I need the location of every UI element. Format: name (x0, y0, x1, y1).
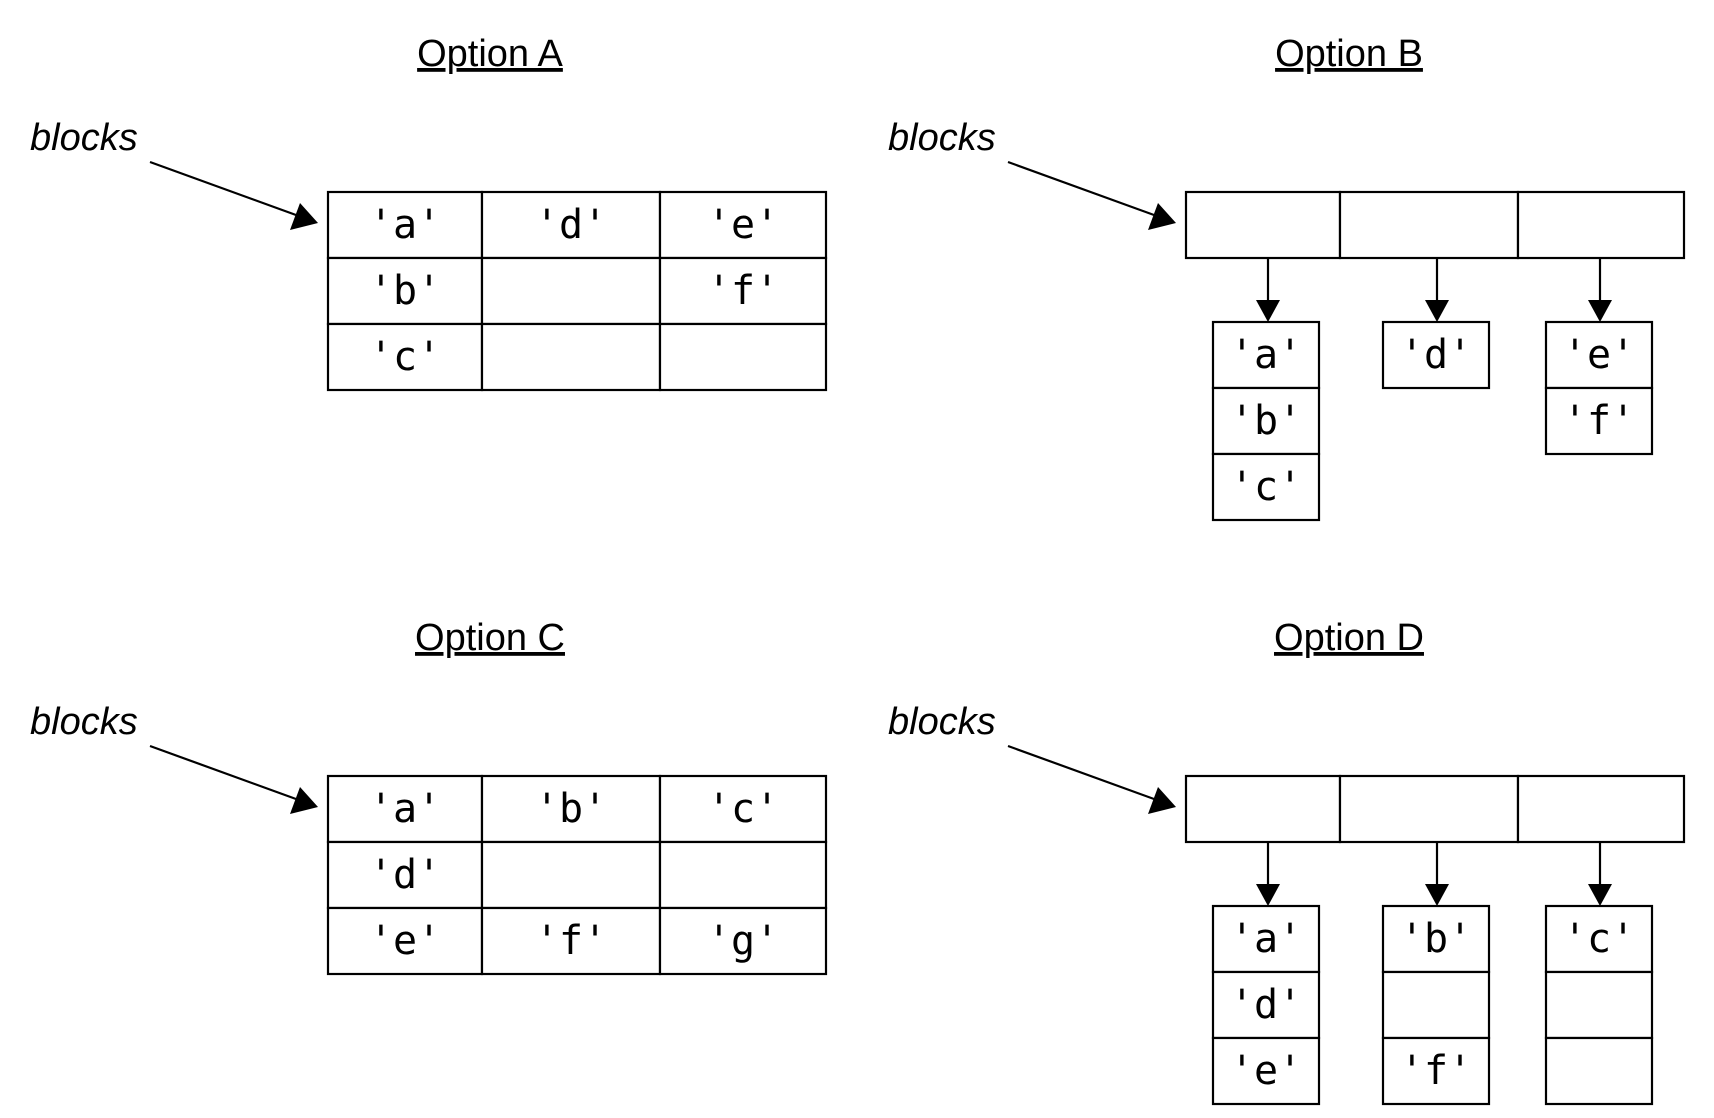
option-a-title: Option A (417, 33, 563, 75)
list-cell (1381, 320, 1491, 390)
grid-cell (326, 190, 484, 260)
grid-cell (480, 322, 662, 392)
option-d-title: Option D (1274, 617, 1424, 659)
list-cell (1544, 970, 1654, 1040)
option-c-title: Option C (415, 617, 565, 659)
grid-cell-text: 'f' (535, 918, 607, 964)
list-cell (1211, 320, 1321, 390)
list-pointer-arrowhead (1588, 884, 1612, 906)
list-cell-text: 'a' (1230, 916, 1302, 962)
option-b-array-of-lists: 'a' 'b' 'c' 'd' 'e' 'f' (1184, 190, 1686, 522)
grid-cell (658, 906, 828, 976)
list-cell-text: 'c' (1230, 464, 1302, 510)
option-d-array-of-lists: 'a' 'd' 'e' 'b' 'f' 'c' (1184, 774, 1686, 1106)
array-slot (1338, 774, 1520, 844)
grid-cell (658, 840, 828, 910)
option-c-pointer-label: blocks (30, 701, 138, 743)
grid-cell-text: 'b' (535, 786, 607, 832)
list-cell-text: 'c' (1563, 916, 1635, 962)
array-slot (1184, 190, 1342, 260)
list-cell-text: 'd' (1400, 332, 1472, 378)
grid-cell-text: 'g' (707, 918, 779, 964)
grid-cell-text: 'e' (707, 202, 779, 248)
list-cell-text: 'e' (1563, 332, 1635, 378)
list-cell-text: 'f' (1563, 398, 1635, 444)
grid-cell (480, 840, 662, 910)
list-cell (1211, 386, 1321, 456)
option-b-pointer-arrow (1007, 160, 1176, 230)
list-cell-text: 'b' (1230, 398, 1302, 444)
list-cell-text: 'f' (1400, 1048, 1472, 1094)
array-slot (1338, 190, 1520, 260)
list-cell-text: 'a' (1230, 332, 1302, 378)
list-cell (1211, 452, 1321, 522)
option-d-pointer-arrow (1007, 744, 1176, 814)
array-slot (1184, 774, 1342, 844)
option-c-pointer-arrow (149, 744, 318, 814)
list-pointer-arrowhead (1425, 300, 1449, 322)
option-c-grid: 'a' 'b' 'c' 'd' 'e' 'f' 'g' (326, 774, 828, 976)
list-cell (1211, 904, 1321, 974)
grid-cell (480, 906, 662, 976)
grid-cell-text: 'c' (707, 786, 779, 832)
grid-cell-text: 'a' (369, 786, 441, 832)
grid-cell (480, 190, 662, 260)
option-b-pointer-label: blocks (888, 117, 996, 159)
list-cell-text: 'b' (1400, 916, 1472, 962)
grid-cell-text: 'c' (369, 334, 441, 380)
list-cell (1381, 970, 1491, 1040)
list-cell (1544, 904, 1654, 974)
list-cell-text: 'e' (1230, 1048, 1302, 1094)
list-pointer-arrowhead (1588, 300, 1612, 322)
grid-cell (326, 840, 484, 910)
grid-cell (658, 322, 828, 392)
list-cell-text: 'd' (1230, 982, 1302, 1028)
array-slot (1516, 774, 1686, 844)
grid-cell (480, 774, 662, 844)
list-cell (1544, 320, 1654, 390)
list-pointer-arrowhead (1425, 884, 1449, 906)
list-cell (1544, 1036, 1654, 1106)
option-d-pointer-label: blocks (888, 701, 996, 743)
list-cell (1381, 1036, 1491, 1106)
list-cell (1211, 1036, 1321, 1106)
grid-cell-text: 'f' (707, 268, 779, 314)
grid-cell-text: 'a' (369, 202, 441, 248)
grid-cell (326, 322, 484, 392)
grid-cell-text: 'b' (369, 268, 441, 314)
list-pointer-arrowhead (1256, 884, 1280, 906)
grid-cell-text: 'd' (535, 202, 607, 248)
option-b-title: Option B (1275, 33, 1423, 75)
list-cell (1544, 386, 1654, 456)
option-a-pointer-arrow (149, 160, 318, 230)
list-pointer-arrowhead (1256, 300, 1280, 322)
grid-cell-text: 'e' (369, 918, 441, 964)
grid-cell (480, 256, 662, 326)
array-slot (1516, 190, 1686, 260)
option-a-grid: 'a' 'd' 'e' 'b' 'f' 'c' (326, 190, 828, 392)
option-a-pointer-label: blocks (30, 117, 138, 159)
grid-cell-text: 'd' (369, 852, 441, 898)
